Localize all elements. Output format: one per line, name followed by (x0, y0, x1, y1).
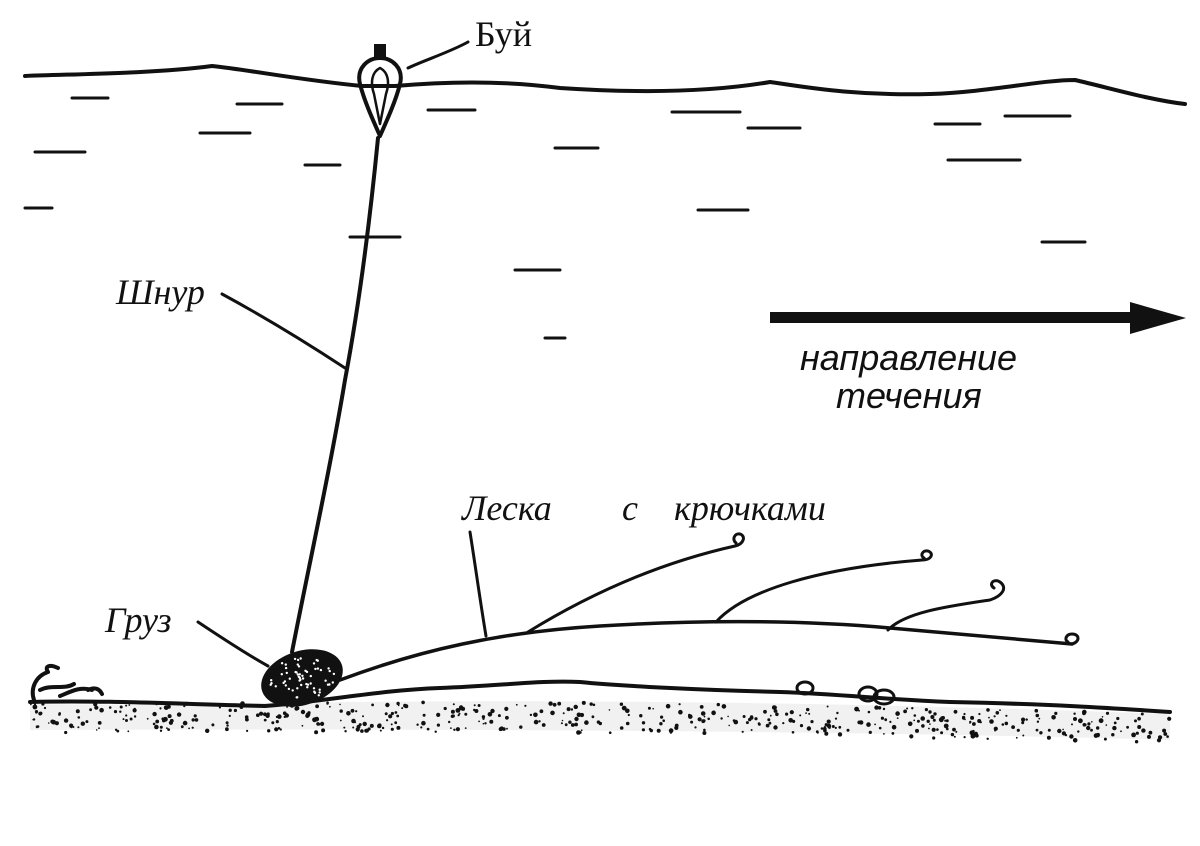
leader-3 (886, 579, 1006, 632)
weight-label-pointer (196, 620, 270, 668)
water-ripples (23, 96, 1087, 340)
cord-line (290, 136, 380, 654)
pebbles (795, 680, 896, 706)
current-arrow (770, 302, 1186, 334)
river-bottom (28, 679, 1172, 714)
buoy-float (357, 44, 403, 138)
cord-label: Шнур (115, 272, 205, 312)
weight-label: Груз (104, 600, 172, 640)
line-label-word3: крючками (674, 488, 826, 528)
main-line (338, 619, 1074, 682)
bottom-sediment (30, 701, 1170, 740)
cord-label-pointer (220, 292, 347, 370)
current-label-line2: течения (836, 375, 982, 416)
line-label-pointer (468, 530, 488, 638)
weight-sinker (261, 649, 343, 707)
seaweed (30, 663, 104, 702)
buoy-label-pointer (406, 40, 470, 70)
buoy-label: Буй (475, 14, 532, 54)
leader-1 (526, 532, 745, 634)
current-label-line1: направление (800, 337, 1017, 378)
sediment-specks (29, 700, 1172, 744)
hook-end (1064, 632, 1080, 646)
line-label-word2: с (622, 488, 638, 528)
line-label-word1: Леска (461, 488, 552, 528)
leader-2 (714, 549, 933, 624)
water-surface (23, 64, 1187, 106)
